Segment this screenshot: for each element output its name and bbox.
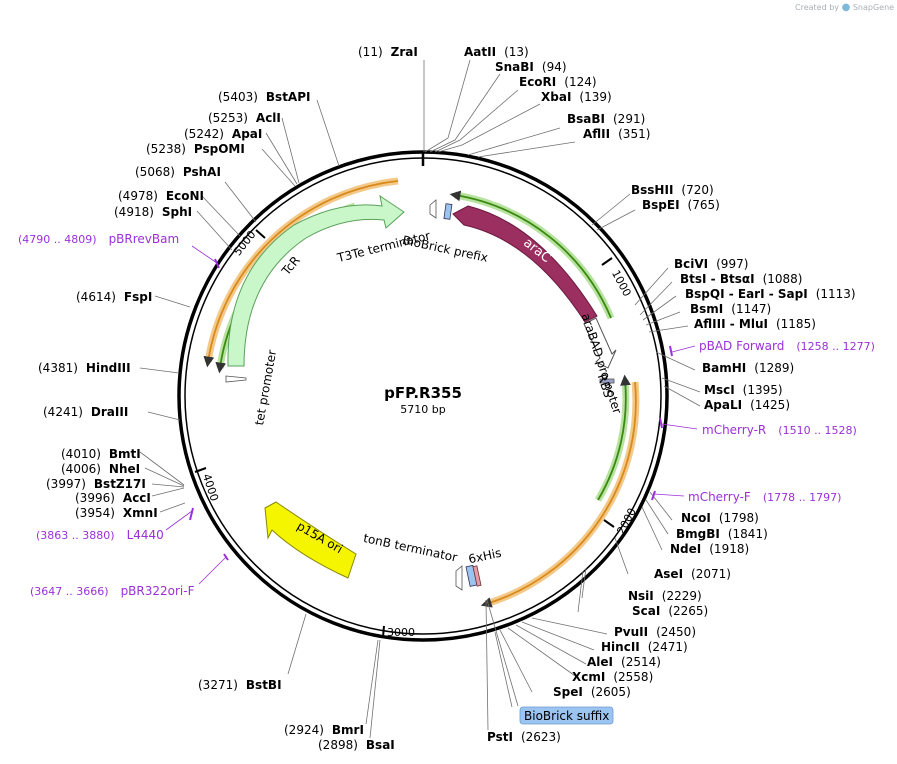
enzyme-aflii: AflII(351)	[583, 127, 650, 141]
enzyme-bmgbi: BmgBI(1841)	[676, 527, 768, 541]
primer-mcherry-r: mCherry-R(1510 .. 1528)	[702, 423, 857, 437]
enzyme-bmti: (4010)BmtI	[61, 447, 141, 461]
enzyme-xmni: (3954)XmnI	[75, 506, 158, 520]
plasmid-title: pFP.R355	[384, 384, 462, 402]
enzyme-acli: (5253)AclI	[208, 111, 281, 125]
enzyme-bstapi: (5403)BstAPI	[218, 90, 310, 104]
enzyme-hincii: HincII(2471)	[601, 640, 688, 654]
tick-2000	[603, 519, 615, 528]
enzyme-bcivi: BciVI(997)	[674, 257, 748, 271]
tonb-terminator-feature	[455, 565, 463, 591]
enzyme-bspqi: BspQI - EarI - SapI(1113)	[685, 287, 856, 301]
credit-prefix: Created by	[795, 3, 840, 12]
primer-marks	[165, 245, 698, 585]
tick-5000	[255, 229, 266, 239]
arabad-promoter-feature	[583, 317, 617, 369]
enzyme-bamhi: BamHI(1289)	[702, 361, 794, 375]
orange-arc-left	[203, 180, 399, 368]
tick-1000	[601, 257, 613, 266]
biobrick-prefix-label: BioBrick prefix	[401, 233, 489, 265]
enzyme-btsi: BtsI - BtsαI(1088)	[680, 272, 802, 286]
enzyme-spei: SpeI(2605)	[553, 685, 631, 699]
orange-arc-right	[480, 381, 637, 608]
enzyme-bmri: (2924)BmrI	[284, 723, 364, 737]
enzyme-nhei: (4006)NheI	[61, 462, 140, 476]
enzyme-snabi: SnaBI(94)	[495, 60, 567, 74]
enzyme-pvuii: PvuII(2450)	[614, 625, 696, 639]
credit-brand: SnapGene	[852, 3, 895, 12]
tick-label-2000: 2000	[614, 506, 639, 537]
enzyme-afliii-mlui: AflIII - MluI(1185)	[694, 317, 816, 331]
enzyme-bstz17i: (3997)BstZ17I	[46, 477, 146, 491]
biobrick-suffix-box	[519, 706, 614, 725]
enzyme-ecori: EcoRI(124)	[519, 75, 597, 89]
tick-label-3000: 3000	[387, 626, 415, 639]
enzyme-pshai: (5068)PshAI	[135, 165, 221, 179]
primer-l4440: (3863 .. 3880)L4440	[36, 528, 164, 542]
enzyme-bsai: (2898)BsaI	[318, 738, 395, 752]
enzyme-nsii: NsiI(2229)	[628, 589, 702, 603]
enzyme-zrai: (11)ZraI	[358, 45, 418, 59]
snapgene-credit: Created by ● SnapGene	[795, 2, 894, 13]
tick-4000	[194, 467, 207, 473]
arac-feature	[452, 205, 598, 323]
enzyme-ndei: NdeI(1918)	[670, 542, 749, 556]
rbs-feature	[599, 378, 615, 384]
enzyme-acci: (3996)AccI	[75, 491, 151, 505]
enzyme-ncoi: NcoI(1798)	[681, 511, 759, 525]
enzyme-labels: (11)ZraI AatII(13) SnaBI(94) EcoRI(124) …	[38, 45, 856, 752]
tet-promoter-label: tet promoter	[252, 349, 279, 427]
enzyme-bspei: BspEI(765)	[642, 198, 720, 212]
enzyme-scai: ScaI(2265)	[632, 604, 708, 618]
tcr-feature	[227, 194, 405, 367]
tonb-terminator-label: tonB terminator	[362, 531, 458, 565]
arabad-promoter-label: araBAD promoter	[579, 311, 625, 415]
primer-labels: pBAD Forward(1258 .. 1277) mCherry-R(151…	[18, 232, 875, 598]
plasmid-length: 5710 bp	[400, 403, 445, 416]
p15a-ori-feature	[264, 501, 357, 579]
enzyme-alei: AleI(2514)	[587, 655, 661, 669]
his-tag-stripe	[472, 565, 482, 587]
enzyme-psti: PstI(2623)	[487, 730, 561, 744]
primer-pbr322ori-f: (3647 .. 3666)pBR322ori-F	[30, 584, 195, 598]
enzyme-fspi: (4614)FspI	[76, 290, 152, 304]
tick-3000	[382, 625, 385, 638]
leader-lines	[139, 59, 701, 739]
enzyme-apai: (5242)ApaI	[184, 127, 262, 141]
snapgene-logo-icon: ●	[841, 2, 851, 13]
orange-arc-right-halo	[484, 381, 640, 608]
biobrick-prefix-feature	[443, 203, 453, 220]
primer-mcherry-f: mCherry-F(1778 .. 1797)	[688, 490, 841, 504]
tet-promoter-feature	[225, 375, 247, 383]
enzyme-bstbi: (3271)BstBI	[198, 678, 282, 692]
tick-label-1000: 1000	[609, 268, 634, 299]
enzyme-apali: ApaLI(1425)	[704, 398, 790, 412]
enzyme-xbai: XbaI(139)	[541, 90, 612, 104]
enzyme-pspomi: (5238)PspOMI	[146, 142, 245, 156]
biobrick-suffix-label: BioBrick suffix	[524, 709, 609, 723]
his-tag-label: 6xHis	[467, 546, 503, 567]
green-arc-right	[597, 374, 631, 501]
enzyme-asei: AseI(2071)	[654, 567, 731, 581]
enzyme-draiii: (4241)DraIII	[43, 405, 128, 419]
primer-pbad-forward: pBAD Forward(1258 .. 1277)	[699, 339, 875, 353]
enzyme-aatii: AatII(13)	[464, 45, 529, 59]
enzyme-msci: MscI(1395)	[704, 383, 783, 397]
t3te-terminator-feature	[429, 199, 437, 219]
enzyme-bsabi: BsaBI(291)	[567, 112, 645, 126]
primer-pbrrevbam: (4790 .. 4809)pBRrevBam	[18, 232, 179, 246]
green-arc-top	[449, 190, 612, 319]
enzyme-xcmi: XcmI(2558)	[572, 670, 653, 684]
biobrick-suffix-tag: BioBrick suffix	[519, 706, 614, 725]
enzyme-hindiii: (4381)HindIII	[38, 361, 131, 375]
enzyme-sphi: (4918)SphI	[114, 205, 192, 219]
enzyme-econi: (4978)EcoNI	[118, 189, 204, 203]
enzyme-bsmi: BsmI(1147)	[690, 302, 771, 316]
enzyme-bsshii: BssHII(720)	[631, 183, 714, 197]
